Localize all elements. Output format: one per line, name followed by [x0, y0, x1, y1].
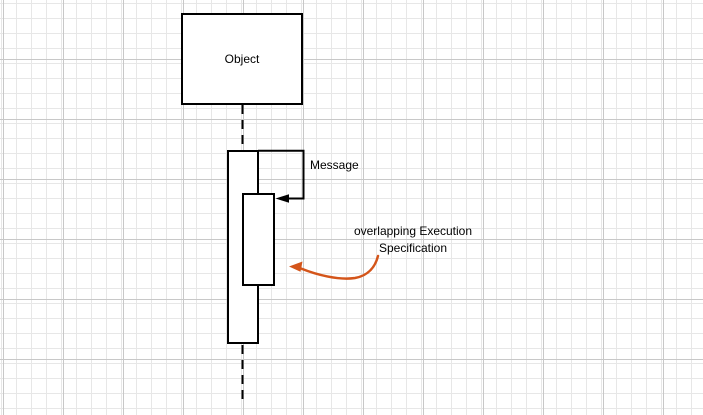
overlapping-execution-specification-bar[interactable] — [242, 193, 275, 286]
message-label[interactable]: Message — [310, 158, 359, 172]
object-lifeline-head[interactable]: Object — [181, 13, 303, 105]
annotation-line-1: overlapping Execution — [353, 224, 473, 238]
annotation-arrowhead-icon — [289, 261, 303, 272]
annotation-arrow-curve[interactable] — [299, 254, 380, 280]
annotation-text[interactable]: overlapping Execution Specification — [327, 223, 499, 257]
message-connector[interactable] — [258, 149, 305, 200]
object-label: Object — [224, 52, 260, 66]
message-arrowhead-icon — [275, 194, 289, 203]
annotation-line-2: Specification — [378, 241, 448, 255]
